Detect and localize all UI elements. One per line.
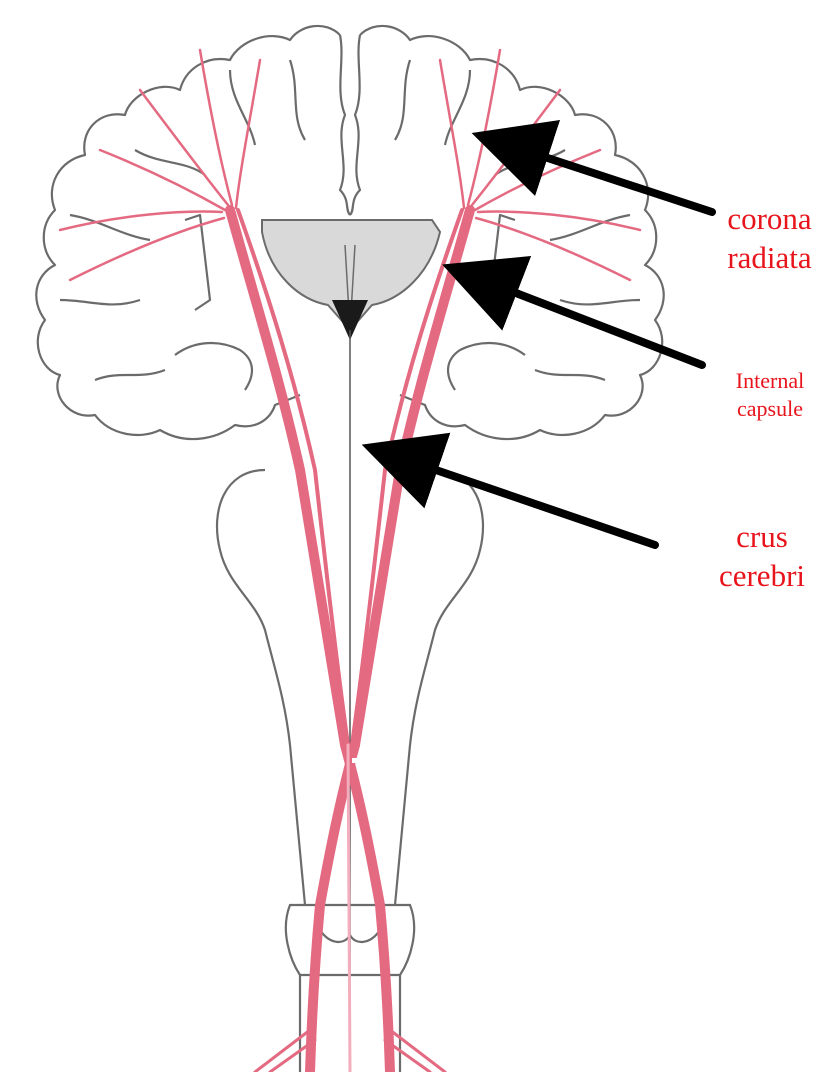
arrow-crus-cerebri — [392, 455, 655, 545]
pointer-arrows — [392, 143, 712, 545]
arrow-corona-radiata — [502, 143, 712, 212]
label-internal-capsule: Internal capsule — [706, 367, 834, 422]
decussation-mark — [352, 758, 374, 763]
label-crus-cerebri: crus cerebri — [690, 518, 834, 596]
arrow-internal-capsule — [472, 276, 702, 365]
label-crus-cerebri-line1: crus — [690, 518, 834, 557]
label-internal-capsule-line2: capsule — [706, 395, 834, 423]
label-internal-capsule-line1: Internal — [706, 367, 834, 395]
thalamus — [262, 220, 440, 340]
label-corona-radiata-line1: corona — [705, 200, 834, 239]
label-corona-radiata: corona radiata — [705, 200, 834, 278]
label-crus-cerebri-line2: cerebri — [690, 557, 834, 596]
label-corona-radiata-line2: radiata — [705, 239, 834, 278]
